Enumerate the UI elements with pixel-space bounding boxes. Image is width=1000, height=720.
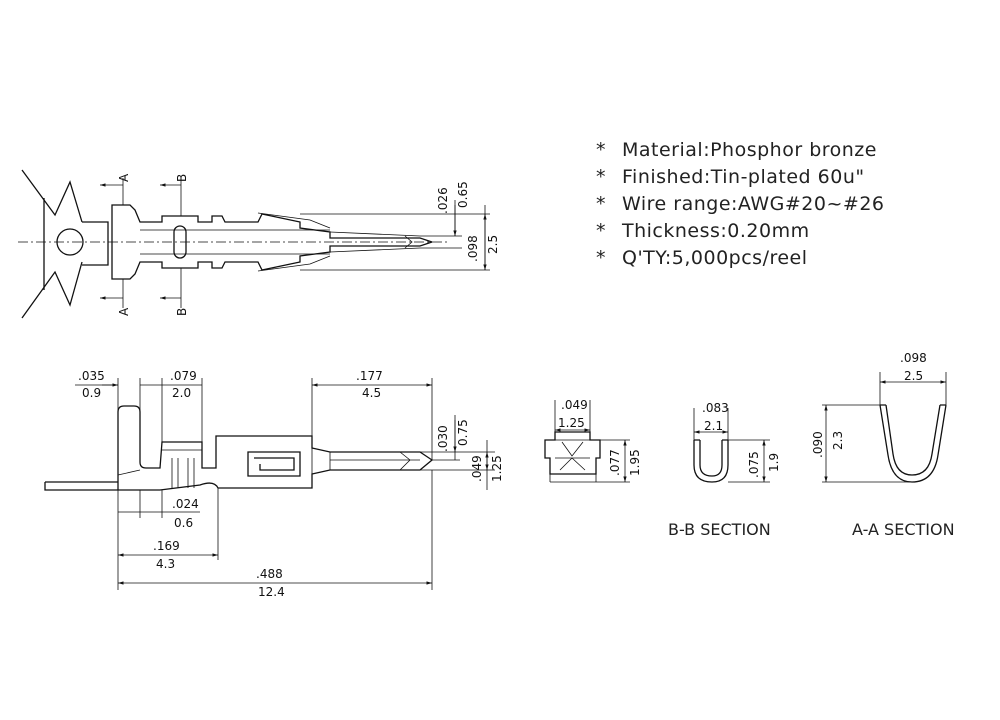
section-aa-height-inch: .090 (811, 431, 825, 458)
front-height-inch: .077 (608, 449, 622, 476)
section-bb-height-mm: 1.9 (767, 453, 781, 472)
section-b-label-bottom: B (175, 308, 189, 316)
dim-177-mm: 4.5 (362, 386, 381, 400)
section-bb-height-inch: .075 (747, 451, 761, 478)
section-aa: .098 2.5 .090 2.3 A-A SECTION (811, 351, 955, 539)
spec-item: * Finished:Tin-plated 60u" (596, 166, 865, 188)
spec-material: Material:Phosphor bronze (622, 139, 877, 161)
dim-177-inch: .177 (356, 369, 383, 383)
dim-024-inch: .024 (172, 497, 199, 511)
dim-024-mm: 0.6 (174, 516, 193, 530)
dim-488-mm: 12.4 (258, 585, 285, 599)
section-bb-title: B-B SECTION (668, 520, 771, 539)
section-bb-dim-lines (693, 408, 770, 483)
side-view: .035 0.9 .079 2.0 .177 4.5 .030 0.75 .04… (44, 369, 504, 599)
section-b-label-top: B (175, 174, 189, 182)
bullet-icon: * (596, 139, 606, 161)
bullet-icon: * (596, 220, 606, 242)
section-aa-width-inch: .098 (900, 351, 927, 365)
dim-tip-mm: 0.65 (456, 181, 470, 208)
spec-item: * Thickness:0.20mm (596, 220, 810, 242)
dim-right-lines (420, 420, 495, 490)
slot-hole (173, 225, 187, 259)
crimp-window (247, 451, 301, 477)
contact-side-details (117, 448, 420, 488)
front-outline (544, 431, 601, 475)
front-width-mm: 1.25 (558, 416, 585, 430)
section-aa-height-mm: 2.3 (831, 431, 845, 450)
dim-049-inch: .049 (470, 455, 484, 482)
section-aa-width-mm: 2.5 (904, 369, 923, 383)
dim-width-inch: .098 (466, 235, 480, 262)
spec-item: * Wire range:AWG#20~#26 (596, 193, 885, 215)
carrier-outline (43, 198, 109, 290)
bullet-icon: * (596, 166, 606, 188)
contact-side-outline (117, 405, 434, 491)
section-a-label-top: A (117, 173, 131, 182)
dim-tip-inch: .026 (436, 187, 450, 214)
spec-wire-range: Wire range:AWG#20~#26 (622, 193, 885, 215)
front-inner (549, 439, 597, 483)
dim-079-lines (140, 378, 203, 442)
spec-list: * Material:Phosphor bronze * Finished:Ti… (596, 139, 885, 269)
section-aa-outline (879, 404, 947, 483)
spec-item: * Material:Phosphor bronze (596, 139, 877, 161)
dim-169-mm: 4.3 (156, 557, 175, 571)
contact-outline-upper (111, 204, 433, 243)
dim-width-mm: 2.5 (486, 235, 500, 254)
contact-outline-lower (111, 241, 433, 280)
dim-079-mm: 2.0 (172, 386, 191, 400)
spec-quantity: Q'TY:5,000pcs/reel (622, 247, 808, 269)
dim-030-mm: 0.75 (456, 419, 470, 446)
spec-item: * Q'TY:5,000pcs/reel (596, 247, 808, 269)
dim-024-lines (118, 490, 200, 518)
section-bb-outline (693, 439, 729, 483)
carrier-tab (44, 481, 118, 491)
dim-169-lines (117, 488, 219, 590)
carrier-break-lines (21, 169, 83, 319)
dim-049-mm: 1.25 (490, 455, 504, 482)
top-view: A A B B .026 0.65 .098 2.5 (18, 169, 500, 319)
section-bb: .083 2.1 .075 1.9 B-B SECTION (668, 401, 781, 539)
section-a-label-bottom: A (117, 307, 131, 316)
bullet-icon: * (596, 247, 606, 269)
contact-inner-lines (140, 212, 421, 272)
dim-169-inch: .169 (153, 539, 180, 553)
dim-035-inch: .035 (78, 369, 105, 383)
section-bb-width-mm: 2.1 (704, 419, 723, 433)
spec-thickness: Thickness:0.20mm (621, 220, 810, 242)
spec-finish: Finished:Tin-plated 60u" (622, 166, 865, 188)
front-dim-lines (554, 400, 630, 483)
dim-488-inch: .488 (256, 567, 283, 581)
dim-177-lines (311, 378, 433, 460)
front-view: .049 1.25 .077 1.95 (544, 398, 642, 483)
tip-dimension-lines (300, 205, 490, 271)
section-bb-width-inch: .083 (702, 401, 729, 415)
front-height-mm: 1.95 (628, 449, 642, 476)
dim-030-inch: .030 (436, 425, 450, 452)
dim-035-mm: 0.9 (82, 386, 101, 400)
front-width-inch: .049 (561, 398, 588, 412)
bullet-icon: * (596, 193, 606, 215)
dim-079-inch: .079 (170, 369, 197, 383)
section-aa-title: A-A SECTION (852, 520, 955, 539)
section-aa-dim-lines (822, 372, 947, 483)
